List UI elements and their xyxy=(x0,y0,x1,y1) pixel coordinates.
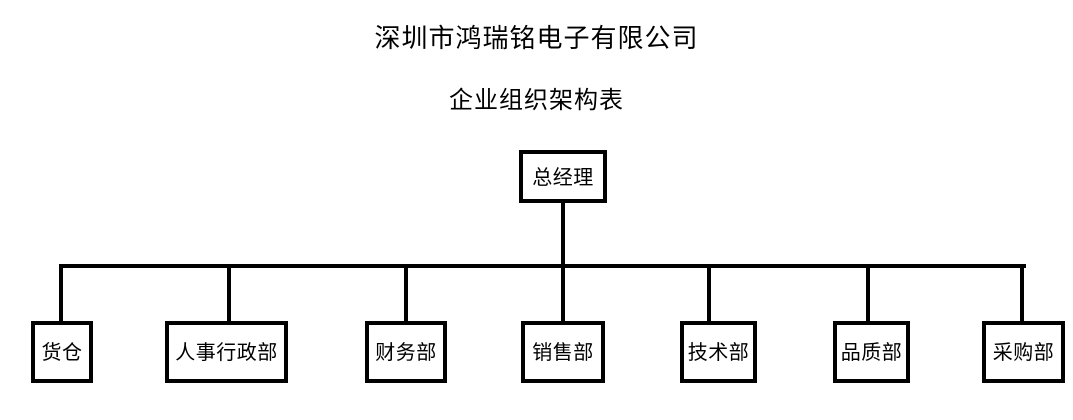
org-node-label: 技术部 xyxy=(687,340,750,364)
org-node-general-manager[interactable]: 总经理 xyxy=(519,150,607,203)
org-node-department[interactable]: 财务部 xyxy=(365,321,447,383)
org-node-department[interactable]: 货仓 xyxy=(31,321,93,383)
org-node-label: 品质部 xyxy=(840,340,903,364)
org-node-label: 货仓 xyxy=(41,340,83,364)
connector-horizontal-bus xyxy=(61,264,1026,268)
connector-department-drop xyxy=(561,264,565,321)
org-node-label: 总经理 xyxy=(532,164,594,189)
org-node-label: 财务部 xyxy=(375,340,437,364)
org-node-department[interactable]: 人事行政部 xyxy=(165,321,288,383)
connector-department-drop xyxy=(227,264,231,321)
org-node-department[interactable]: 品质部 xyxy=(833,321,910,383)
connector-department-drop xyxy=(404,264,408,321)
org-node-department[interactable]: 采购部 xyxy=(982,321,1065,383)
page-title-company: 深圳市鸿瑞铭电子有限公司 xyxy=(374,24,699,54)
connector-department-drop xyxy=(866,264,870,321)
page-subtitle-org-chart: 企业组织架构表 xyxy=(449,86,624,114)
org-node-label: 销售部 xyxy=(532,340,594,364)
org-node-label: 采购部 xyxy=(992,340,1055,364)
connector-department-drop xyxy=(1020,264,1024,321)
org-node-department[interactable]: 销售部 xyxy=(521,321,605,383)
connector-root-stem xyxy=(561,203,565,268)
connector-department-drop xyxy=(59,264,63,321)
connector-department-drop xyxy=(707,264,711,321)
org-node-label: 人事行政部 xyxy=(175,340,278,364)
org-node-department[interactable]: 技术部 xyxy=(680,321,757,383)
